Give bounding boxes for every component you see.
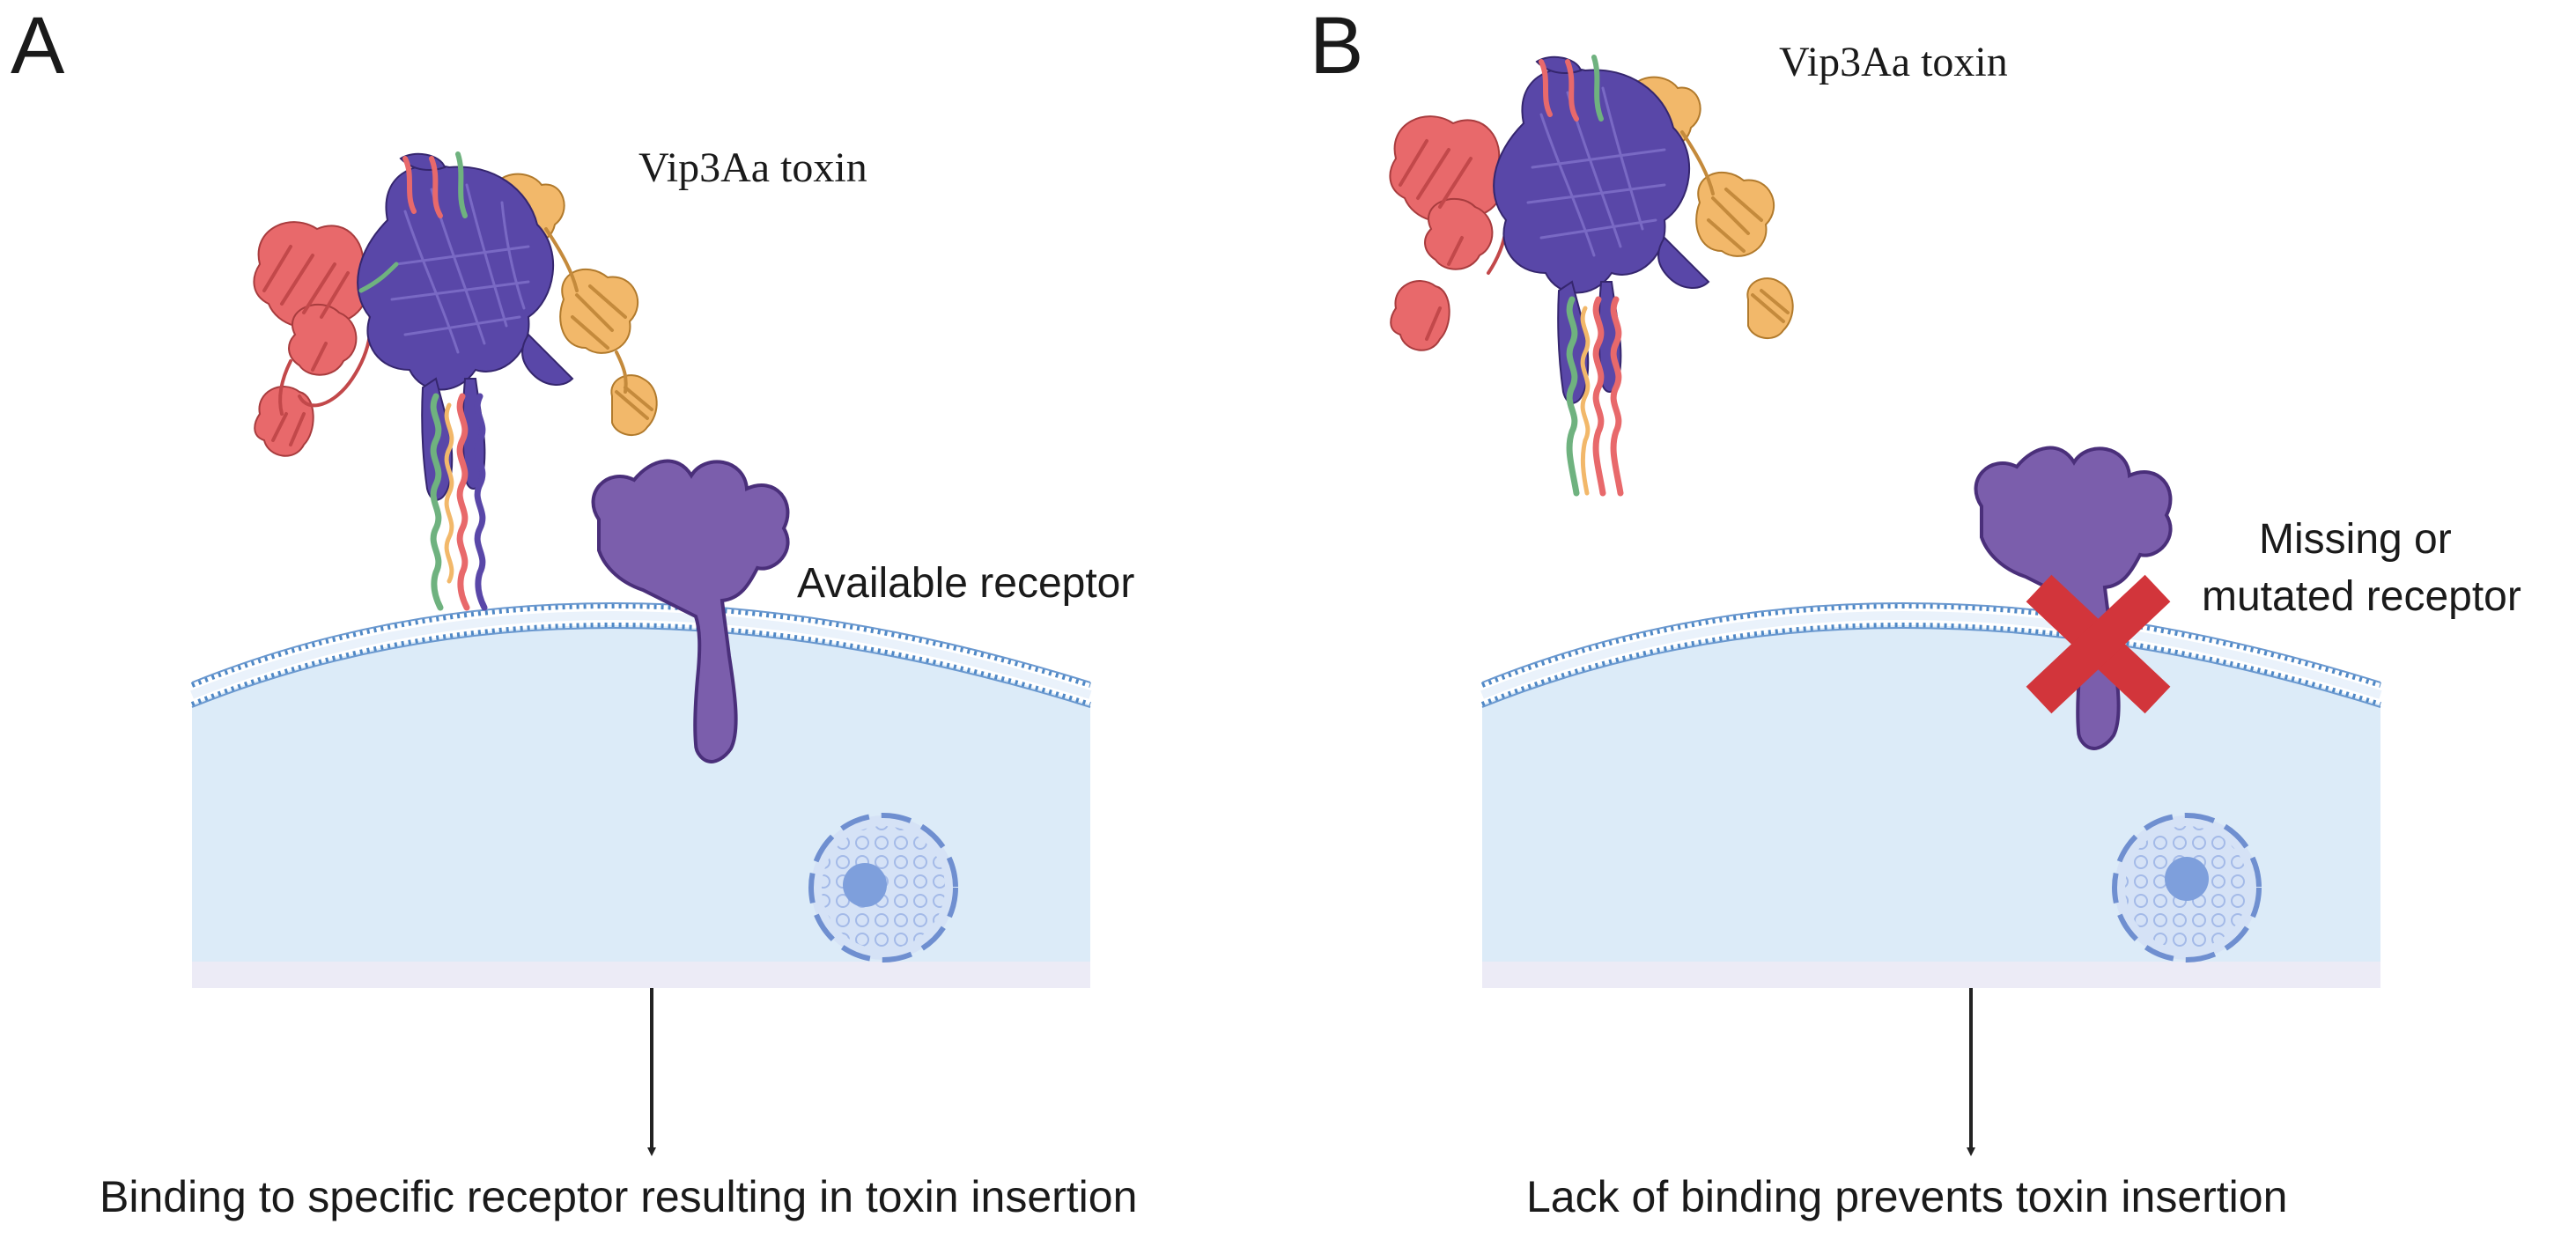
cell-membrane-icon (190, 602, 1092, 988)
panel-a (190, 151, 1092, 988)
caption-b: Lack of binding prevents toxin insertion (1526, 1172, 2288, 1221)
toxin-label-a: Vip3Aa toxin (638, 144, 867, 191)
panel-label-a: A (11, 1, 65, 91)
receptor-icon (591, 459, 790, 764)
receptor-label-b-line2: mutated receptor (2202, 573, 2521, 620)
vip3aa-toxin-structure-icon (253, 151, 658, 611)
toxin-label-b: Vip3Aa toxin (1779, 39, 2008, 85)
nucleus-icon (808, 813, 958, 962)
vip3aa-toxin-structure-icon (1389, 55, 1794, 497)
receptor-label-b-line1: Missing or (2259, 516, 2452, 563)
receptor-label-a: Available receptor (797, 560, 1135, 607)
nucleus-icon (2112, 813, 2262, 962)
panel-b (1389, 55, 2382, 988)
caption-a: Binding to specific receptor resulting i… (100, 1172, 1138, 1221)
cross-mark-icon (2026, 574, 2171, 714)
panel-label-b: B (1310, 1, 1364, 91)
